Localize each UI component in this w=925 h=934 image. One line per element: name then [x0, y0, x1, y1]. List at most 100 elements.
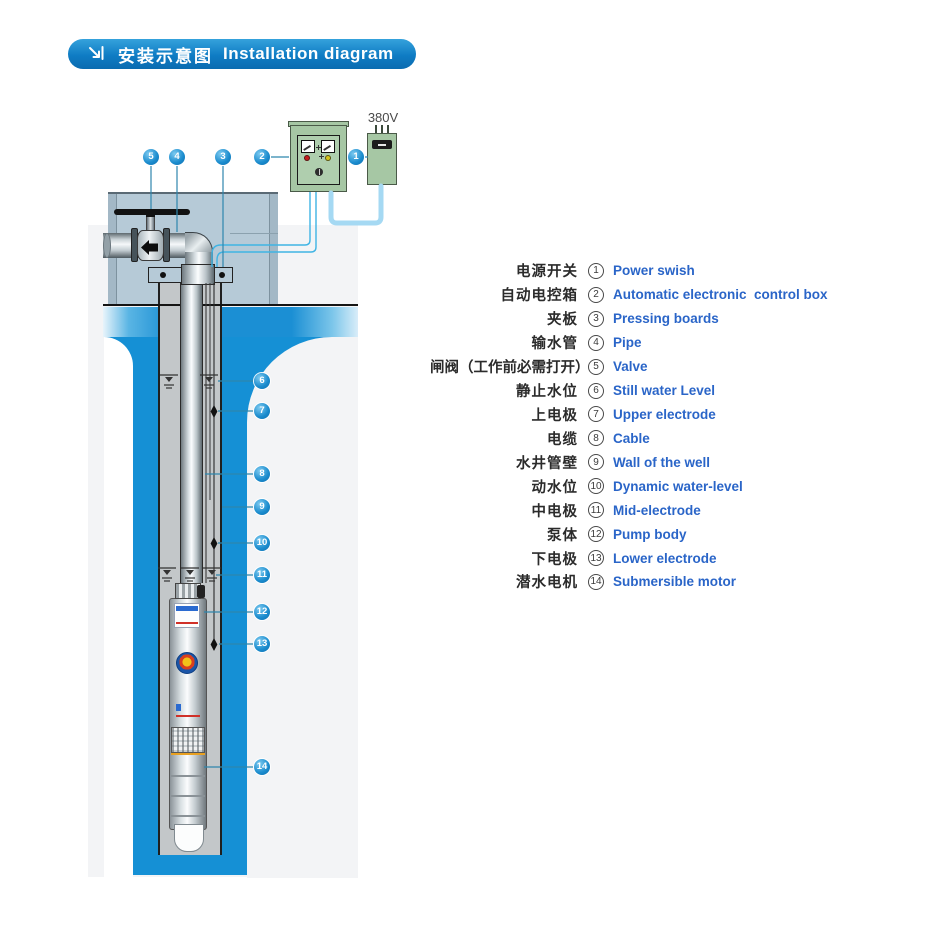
legend-zh: 水井管壁 — [516, 455, 578, 472]
legend-num: 14 — [588, 573, 604, 590]
pump-label-mark — [176, 704, 181, 711]
valve-stem — [146, 216, 155, 231]
well-bottom — [133, 855, 247, 875]
legend-zh: 自动电控箱 — [500, 288, 578, 305]
wellhead-seam-right — [230, 233, 278, 234]
legend-en: Upper electrode — [613, 406, 716, 422]
legend-num: 4 — [588, 334, 604, 351]
legend-num: 3 — [588, 310, 604, 327]
nameplate-blue-bar — [176, 606, 198, 611]
page-title-en: Installation diagram — [223, 44, 394, 63]
legend-num: 13 — [588, 550, 604, 567]
legend-zh: 闸阀（工作前必需打开） — [430, 360, 590, 377]
legend-en: Lower electrode — [613, 550, 717, 566]
board-bolt-right — [219, 272, 225, 278]
legend-num: 1 — [588, 262, 604, 279]
legend-row: 输水管 4 Pipe — [430, 331, 860, 355]
legend-en: Pump body — [613, 526, 687, 542]
callout-9: 9 — [254, 499, 270, 515]
pump-label-line — [176, 715, 200, 717]
legend-row: 泵体 12 Pump body — [430, 522, 860, 546]
legend-num: 11 — [588, 502, 604, 519]
pump-motor-shell — [169, 598, 207, 830]
legend-en: Power swish — [613, 263, 695, 279]
outlet-pipe-end — [103, 233, 111, 258]
motor-band — [171, 815, 205, 817]
control-knob — [315, 168, 323, 176]
power-switch-slot — [372, 140, 392, 149]
legend-zh: 泵体 — [547, 527, 578, 544]
ground-line — [103, 304, 358, 306]
callout-8: 8 — [254, 466, 270, 482]
legend-zh: 下电极 — [531, 551, 578, 568]
flare-fillet-left — [104, 337, 133, 878]
legend-zh: 静止水位 — [516, 384, 578, 401]
legend-en: Valve — [613, 359, 648, 375]
pipe-collar — [181, 264, 215, 285]
callout-12: 12 — [254, 604, 270, 620]
diagonal-arrow-icon — [89, 46, 104, 60]
legend-num: 6 — [588, 382, 604, 399]
power-prong — [375, 125, 377, 133]
callout-6: 6 — [254, 373, 270, 389]
legend-row: 电缆 8 Cable — [430, 426, 860, 450]
motor-band — [171, 775, 205, 777]
legend-num: 7 — [588, 406, 604, 423]
callout-10: 10 — [254, 535, 270, 551]
callout-11: 11 — [254, 567, 270, 583]
legend-en: Cable — [613, 430, 650, 446]
motor-bottom-cap — [174, 824, 204, 852]
legend-en: Submersible motor — [613, 574, 737, 590]
legend-zh: 夹板 — [547, 312, 578, 329]
pump-cable-entry — [197, 585, 205, 598]
page-title-zh: 安装示意图 — [118, 46, 213, 66]
water-pipe — [180, 283, 203, 583]
valve-handle — [114, 209, 190, 215]
well-wall-left — [133, 400, 158, 875]
gauge-meter-left — [301, 140, 315, 153]
pump-nameplate — [174, 603, 200, 628]
legend-zh: 电缆 — [547, 431, 578, 448]
plus-mark — [319, 154, 324, 159]
legend-en: Pipe — [613, 335, 642, 351]
legend-num: 9 — [588, 454, 604, 471]
gauge-meter-right — [321, 140, 335, 153]
legend-en: Automatic electronic control box — [613, 287, 828, 303]
legend-row: 静止水位 6 Still water Level — [430, 379, 860, 403]
legend-zh: 动水位 — [531, 479, 578, 496]
power-prong — [387, 125, 389, 133]
legend-zh: 中电极 — [531, 503, 578, 520]
gate-valve-body — [137, 230, 164, 261]
indicator-light-red — [305, 156, 309, 160]
callout-5: 5 — [143, 149, 159, 165]
pump-strainer — [171, 727, 205, 753]
callout-4: 4 — [169, 149, 185, 165]
motor-band — [171, 795, 205, 797]
nameplate-red-line — [176, 622, 198, 624]
legend-num: 8 — [588, 430, 604, 447]
callout-13: 13 — [254, 636, 270, 652]
indicator-light-yellow — [326, 156, 330, 160]
board-bolt-left — [160, 272, 166, 278]
legend-en: Still water Level — [613, 383, 716, 399]
power-voltage-label: 380V — [367, 110, 399, 125]
legend-en: Wall of the well — [613, 454, 711, 470]
title-banner: 安装示意图 Installation diagram — [68, 39, 416, 69]
callout-1: 1 — [348, 149, 364, 165]
legend-zh: 输水管 — [531, 336, 578, 353]
legend-num: 12 — [588, 526, 604, 543]
power-prong — [381, 125, 383, 133]
callout-7: 7 — [254, 403, 270, 419]
wellhead-edge-right — [269, 194, 278, 305]
legend-num: 10 — [588, 478, 604, 495]
